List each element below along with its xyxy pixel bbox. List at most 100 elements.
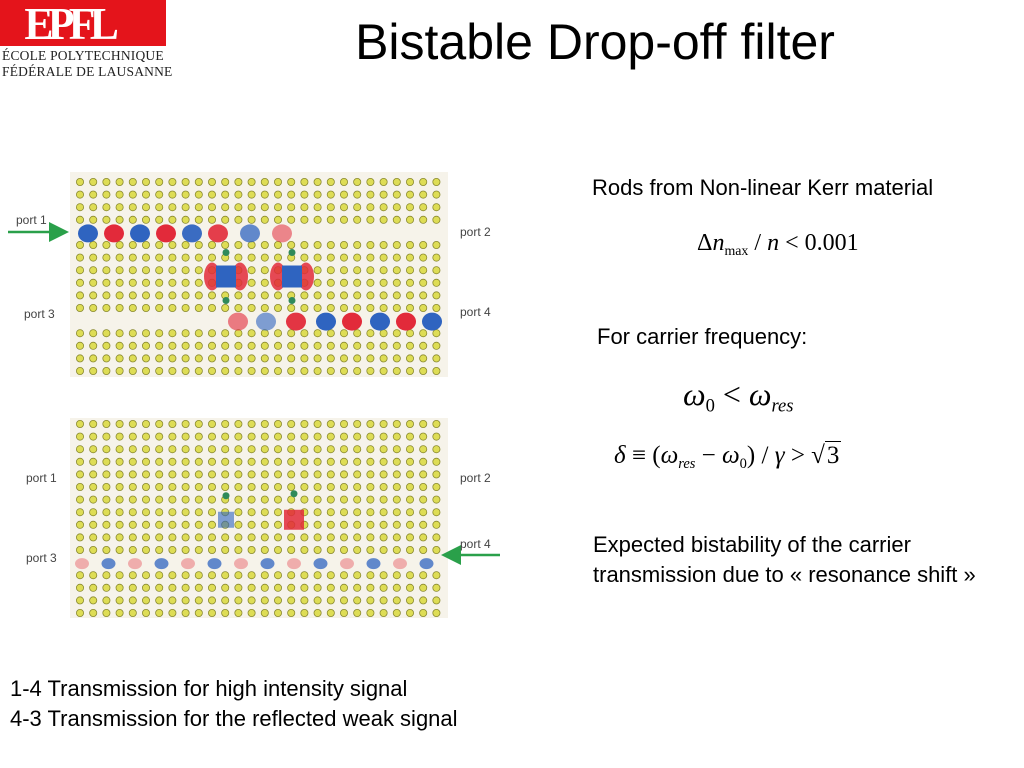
rod bbox=[247, 571, 256, 580]
rod bbox=[234, 545, 243, 554]
rod bbox=[247, 583, 256, 592]
field-lobe bbox=[130, 224, 150, 243]
bistability-description: Expected bistability of the carrier tran… bbox=[593, 532, 976, 587]
rod bbox=[392, 596, 401, 605]
rod bbox=[181, 520, 190, 529]
rod bbox=[234, 583, 243, 592]
rod bbox=[102, 545, 111, 554]
rod bbox=[207, 291, 216, 300]
rod bbox=[300, 482, 309, 491]
rod bbox=[141, 445, 150, 454]
eq3-gamma: γ bbox=[774, 442, 785, 469]
rod bbox=[339, 583, 348, 592]
rod bbox=[181, 366, 190, 375]
weak-cavity bbox=[218, 511, 234, 528]
rod bbox=[405, 533, 414, 542]
rod bbox=[379, 445, 388, 454]
rod bbox=[379, 508, 388, 517]
rod bbox=[339, 266, 348, 275]
rod bbox=[89, 608, 98, 617]
rod bbox=[432, 177, 441, 186]
eq1-bound: < 0.001 bbox=[779, 230, 859, 256]
rod bbox=[313, 445, 322, 454]
rod bbox=[260, 520, 269, 529]
rod bbox=[260, 303, 269, 312]
rod bbox=[405, 278, 414, 287]
rod bbox=[339, 545, 348, 554]
rod bbox=[194, 241, 203, 250]
rod bbox=[128, 366, 137, 375]
rod bbox=[102, 608, 111, 617]
rod bbox=[392, 533, 401, 542]
rod bbox=[141, 508, 150, 517]
rod bbox=[287, 215, 296, 224]
rod bbox=[405, 203, 414, 212]
rod bbox=[234, 341, 243, 350]
rod bbox=[168, 215, 177, 224]
rod bbox=[432, 253, 441, 262]
rod bbox=[339, 291, 348, 300]
rod bbox=[194, 571, 203, 580]
rod bbox=[194, 457, 203, 466]
rod bbox=[419, 366, 428, 375]
rod bbox=[207, 215, 216, 224]
rod bbox=[326, 596, 335, 605]
rod bbox=[102, 457, 111, 466]
rod bbox=[313, 253, 322, 262]
rod bbox=[155, 203, 164, 212]
rod bbox=[76, 177, 85, 186]
rod bbox=[168, 470, 177, 479]
rod bbox=[419, 190, 428, 199]
rod bbox=[155, 278, 164, 287]
eq1-n2: n bbox=[767, 230, 780, 256]
rod bbox=[141, 533, 150, 542]
rod bbox=[313, 545, 322, 554]
rod bbox=[326, 571, 335, 580]
rod bbox=[168, 190, 177, 199]
eq2-zero: 0 bbox=[705, 395, 715, 417]
rod bbox=[300, 571, 309, 580]
rod bbox=[155, 190, 164, 199]
rod bbox=[181, 457, 190, 466]
field-lobe bbox=[316, 312, 336, 331]
rod bbox=[155, 432, 164, 441]
rod bbox=[194, 432, 203, 441]
rod bbox=[168, 508, 177, 517]
rod bbox=[419, 419, 428, 428]
rod bbox=[221, 470, 230, 479]
rod bbox=[339, 215, 348, 224]
rod bbox=[221, 571, 230, 580]
rod bbox=[405, 303, 414, 312]
rod bbox=[366, 253, 375, 262]
rod bbox=[392, 329, 401, 338]
rod bbox=[392, 508, 401, 517]
rod bbox=[419, 571, 428, 580]
rod bbox=[234, 457, 243, 466]
reflected-lobe bbox=[101, 558, 116, 570]
rod bbox=[115, 495, 124, 504]
eq3-three: 3 bbox=[824, 441, 842, 469]
rod bbox=[353, 241, 362, 250]
rod bbox=[326, 329, 335, 338]
rod bbox=[405, 419, 414, 428]
rod bbox=[89, 329, 98, 338]
rod bbox=[300, 457, 309, 466]
rod bbox=[102, 571, 111, 580]
rod bbox=[419, 533, 428, 542]
rod bbox=[115, 266, 124, 275]
rod bbox=[76, 445, 85, 454]
rod bbox=[89, 366, 98, 375]
rod bbox=[194, 482, 203, 491]
rod bbox=[379, 533, 388, 542]
bottom-field-pattern bbox=[75, 490, 434, 570]
rod bbox=[181, 329, 190, 338]
rod bbox=[392, 253, 401, 262]
rod bbox=[300, 533, 309, 542]
rod bbox=[326, 341, 335, 350]
carrier-frequency-equation: ω0 < ωres bbox=[683, 376, 794, 417]
rod bbox=[247, 278, 256, 287]
rod bbox=[339, 470, 348, 479]
rod bbox=[247, 596, 256, 605]
rod bbox=[432, 445, 441, 454]
rod bbox=[247, 457, 256, 466]
